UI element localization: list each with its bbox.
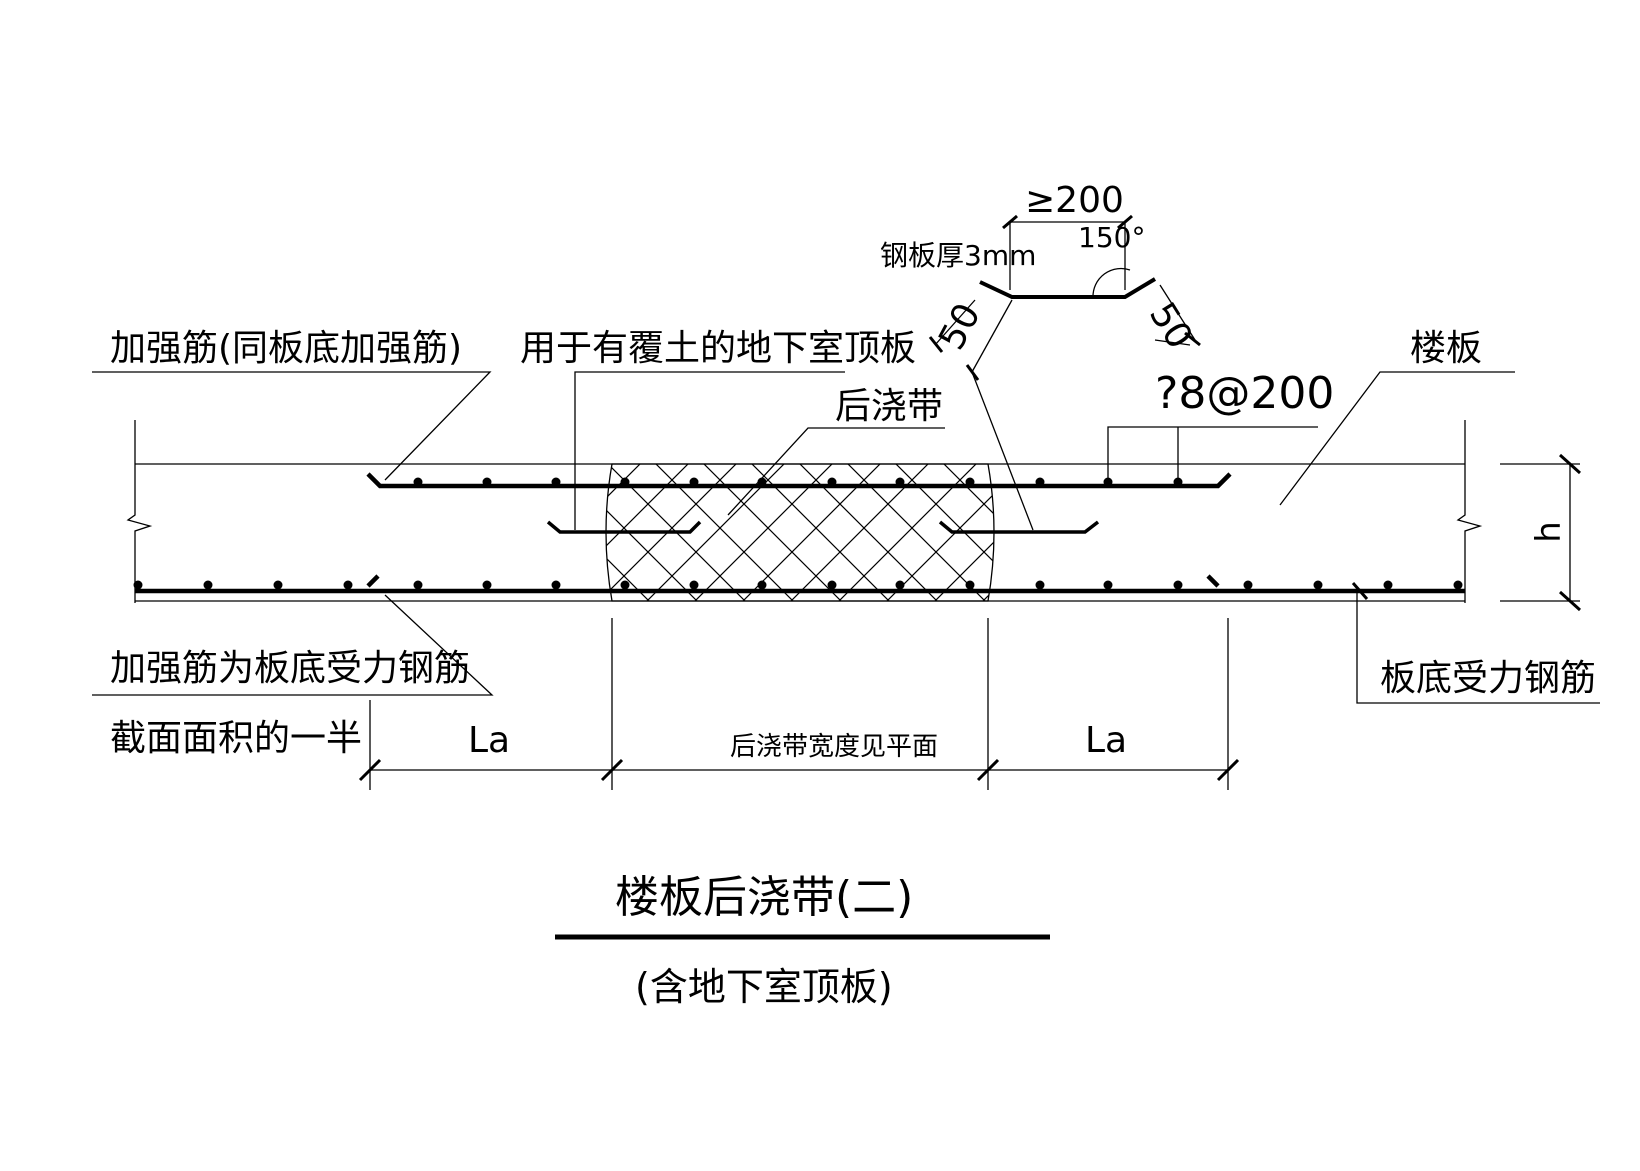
- right-break-line: [1456, 420, 1483, 603]
- middle-anchor-bars: [546, 520, 1100, 534]
- top-rebar-dot: [413, 477, 423, 487]
- label-reinforcement-is-bottom-rebar: 加强筋为板底受力钢筋: [110, 648, 470, 689]
- label-reinforcement-same-as-bottom: 加强筋(同板底加强筋): [110, 328, 462, 369]
- bottom-rebar-dot: [203, 580, 213, 590]
- dim-plate-right-slope: 50: [1141, 296, 1200, 357]
- dim-strip-width-note: 后浇带宽度见平面: [730, 732, 938, 762]
- bottom-rebar-dot: [1103, 580, 1113, 590]
- bottom-rebar-dot: [689, 580, 699, 590]
- top-rebar-dot: [620, 477, 630, 487]
- label-for-covered-basement-roof: 用于有覆土的地下室顶板: [520, 328, 916, 369]
- height-dimension: [1351, 453, 1582, 612]
- top-rebar-dot: [827, 477, 837, 487]
- bottom-rebar-dot: [827, 580, 837, 590]
- bottom-rebar-dot: [1173, 580, 1183, 590]
- label-rebar-spec: ?8@200: [1155, 368, 1334, 419]
- bottom-rebar-dot: [482, 580, 492, 590]
- bottom-rebar-dot: [895, 580, 905, 590]
- bottom-rebar-dot: [965, 580, 975, 590]
- bottom-rebar-dot: [551, 580, 561, 590]
- bottom-rebar-dot: [413, 580, 423, 590]
- dim-anchor-right: La: [1085, 720, 1127, 761]
- label-height-h: h: [1529, 521, 1569, 543]
- title-main: 楼板后浇带(二): [615, 872, 913, 923]
- top-rebar-dot: [482, 477, 492, 487]
- dim-plate-angle: 150°: [1078, 221, 1145, 254]
- bottom-reinforcement-bar: [366, 574, 1220, 588]
- bottom-rebar-dot: [1453, 580, 1463, 590]
- bottom-rebar-dot: [343, 580, 353, 590]
- bottom-rebar-dot: [1035, 580, 1045, 590]
- top-rebar-dot: [965, 477, 975, 487]
- bottom-rebar-dot: [273, 580, 283, 590]
- dim-plate-flat-width: ≥200: [1025, 180, 1124, 221]
- bottom-rebar-dot: [1243, 580, 1253, 590]
- label-post-cast-strip: 后浇带: [835, 386, 943, 427]
- label-half-section-area: 截面面积的一半: [110, 718, 362, 759]
- steel-plate-shape: [979, 277, 1157, 299]
- top-rebar-dot: [689, 477, 699, 487]
- bottom-rebar-dots: [133, 580, 1463, 590]
- bottom-rebar-dot: [620, 580, 630, 590]
- leader-lines: [92, 371, 1600, 704]
- bottom-rebar-dot: [1383, 580, 1393, 590]
- bottom-rebar-dot: [1313, 580, 1323, 590]
- bottom-rebar-dot: [757, 580, 767, 590]
- top-rebar-dot: [551, 477, 561, 487]
- bottom-rebar-dot: [133, 580, 143, 590]
- top-reinforcement-bar: [366, 472, 1232, 489]
- top-rebar-dot: [1035, 477, 1045, 487]
- label-steel-plate-thickness: 钢板厚3mm: [880, 239, 1036, 272]
- bottom-dimension-chain: [358, 618, 1240, 790]
- steel-plate-detail: [928, 214, 1201, 531]
- label-bottom-stressed-rebar: 板底受力钢筋: [1380, 658, 1596, 699]
- post-cast-strip-hatch: [605, 463, 995, 602]
- top-rebar-dot: [895, 477, 905, 487]
- left-break-line: [126, 420, 153, 603]
- title-sub: (含地下室顶板): [635, 965, 893, 1009]
- dim-anchor-left: La: [468, 720, 510, 761]
- label-floor-slab: 楼板: [1410, 328, 1482, 369]
